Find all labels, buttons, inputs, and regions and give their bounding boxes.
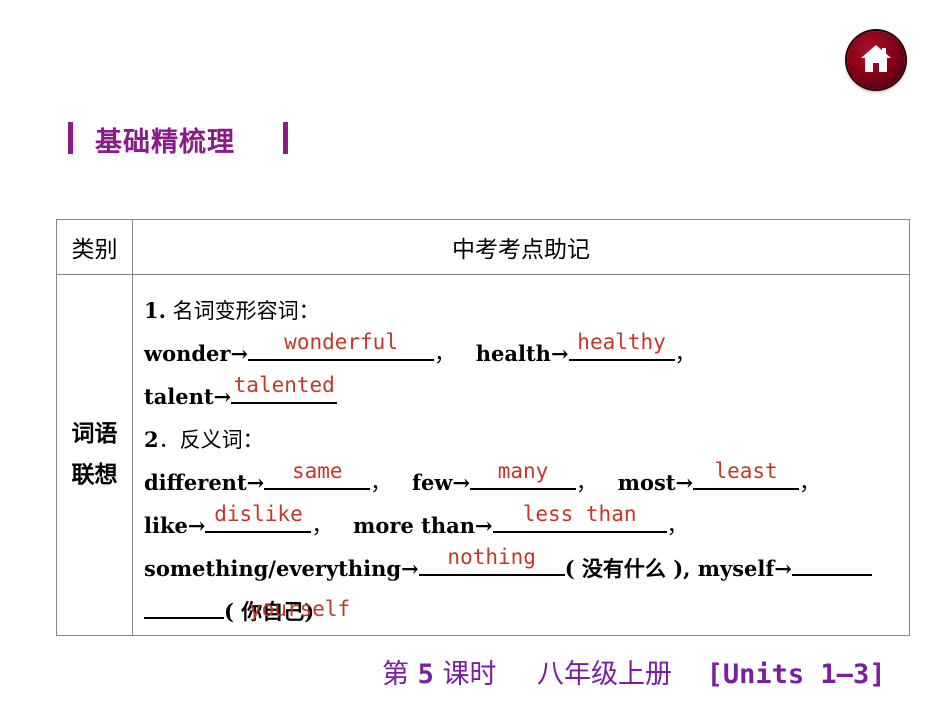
arrow-icon: → <box>187 513 206 538</box>
word-talent: talent <box>144 384 214 409</box>
nothing-hint: ( 没有什么 ), myself <box>564 556 775 581</box>
arrow-icon: → <box>675 470 694 495</box>
blank-wonder[interactable]: wonderful <box>248 332 435 361</box>
word-health: health <box>475 341 551 366</box>
lesson-number: 5 <box>417 659 434 690</box>
home-button[interactable] <box>847 31 905 89</box>
answer-many: many <box>497 459 549 483</box>
answer-yourself: yourself <box>249 597 351 621</box>
answer-healthy: healthy <box>577 330 666 354</box>
blank-myself-part1[interactable] <box>792 552 873 576</box>
notes-table: 类别 中考考点助记 词语 联想 1. 名词变形容词： wonder→wonder… <box>56 219 910 636</box>
blank-something[interactable]: nothing <box>418 547 565 576</box>
arrow-icon: → <box>774 556 793 581</box>
blank-most[interactable]: least <box>693 461 800 490</box>
category-line-1: 词语 <box>71 421 118 447</box>
answer-nothing: nothing <box>447 545 536 569</box>
col-header-notes: 中考考点助记 <box>132 219 910 275</box>
home-icon <box>861 45 891 72</box>
word-different: different <box>144 470 247 495</box>
comma: ， <box>434 342 456 366</box>
line-talent: talent→talented <box>144 375 909 418</box>
arrow-icon: → <box>474 513 493 538</box>
table-row: 词语 联想 1. 名词变形容词： wonder→wonderful， healt… <box>56 274 910 636</box>
category-cell: 词语 联想 <box>56 274 133 636</box>
line-like-morethan: like→dislike， more than→less than， <box>144 504 909 547</box>
line-different-few-most: different→same， few→many， most→least， <box>144 461 909 504</box>
content-cell: 1. 名词变形容词： wonder→wonderful， health→heal… <box>132 274 910 636</box>
answer-less-than: less than <box>522 502 637 526</box>
comma: ， <box>666 514 688 538</box>
blank-myself-part2[interactable] <box>144 595 224 619</box>
arrow-icon: → <box>246 470 265 495</box>
item2-heading: 2．反义词： <box>144 418 909 461</box>
yourself-group: ( 你自己)yourself <box>224 590 350 634</box>
word-something: something/everything <box>144 556 402 581</box>
lesson-suffix: 课时 <box>442 659 497 690</box>
section-header: 基础精梳理 <box>68 118 298 158</box>
word-wonder: wonder <box>144 341 231 366</box>
answer-least: least <box>714 459 778 483</box>
grade-label: 八年级上册 <box>537 659 673 690</box>
item2-title: ．反义词： <box>158 428 264 452</box>
lesson-prefix: 第 <box>382 659 409 690</box>
line-something: something/everything→nothing( 没有什么 ), my… <box>144 547 909 590</box>
blank-different[interactable]: same <box>264 461 371 490</box>
table-header-row: 类别 中考考点助记 <box>56 219 910 275</box>
blank-more-than[interactable]: less than <box>492 504 667 533</box>
arrow-icon: → <box>213 384 232 409</box>
comma: ， <box>311 514 333 538</box>
comma: ， <box>799 471 821 495</box>
yourself-hint: ( 你自己) <box>224 599 315 624</box>
blank-few[interactable]: many <box>470 461 577 490</box>
blank-health[interactable]: healthy <box>568 332 675 361</box>
answer-dislike: dislike <box>214 502 303 526</box>
arrow-icon: → <box>452 470 471 495</box>
word-most: most <box>617 470 676 495</box>
comma: ， <box>674 342 696 366</box>
word-like: like <box>144 513 188 538</box>
blank-talent[interactable]: talented <box>231 375 338 404</box>
item1-heading: 1. 名词变形容词： <box>144 289 909 332</box>
arrow-icon: → <box>230 341 249 366</box>
comma: ， <box>370 471 392 495</box>
header-bar-left <box>68 122 73 154</box>
word-few: few <box>411 470 453 495</box>
word-more-than: more than <box>353 513 475 538</box>
category-line-2: 联想 <box>71 462 118 488</box>
item1-title: 名词变形容词： <box>172 299 320 323</box>
item2-number: 2 <box>144 427 159 452</box>
units-label: [Units 1—3] <box>706 659 886 690</box>
section-title: 基础精梳理 <box>95 127 235 158</box>
line-wonder-health: wonder→wonderful， health→healthy， <box>144 332 909 375</box>
col-header-category: 类别 <box>56 219 133 275</box>
answer-same: same <box>291 459 343 483</box>
arrow-icon: → <box>401 556 419 581</box>
item1-number: 1. <box>144 298 166 323</box>
line-yourself: ( 你自己)yourself <box>144 590 909 633</box>
header-bar-right <box>283 122 288 154</box>
arrow-icon: → <box>550 341 569 366</box>
answer-wonderful: wonderful <box>284 330 398 354</box>
answer-talented: talented <box>233 373 335 397</box>
blank-like[interactable]: dislike <box>205 504 312 533</box>
footer: 第 5 课时 八年级上册 [Units 1—3] <box>382 652 885 691</box>
comma: ， <box>576 471 598 495</box>
